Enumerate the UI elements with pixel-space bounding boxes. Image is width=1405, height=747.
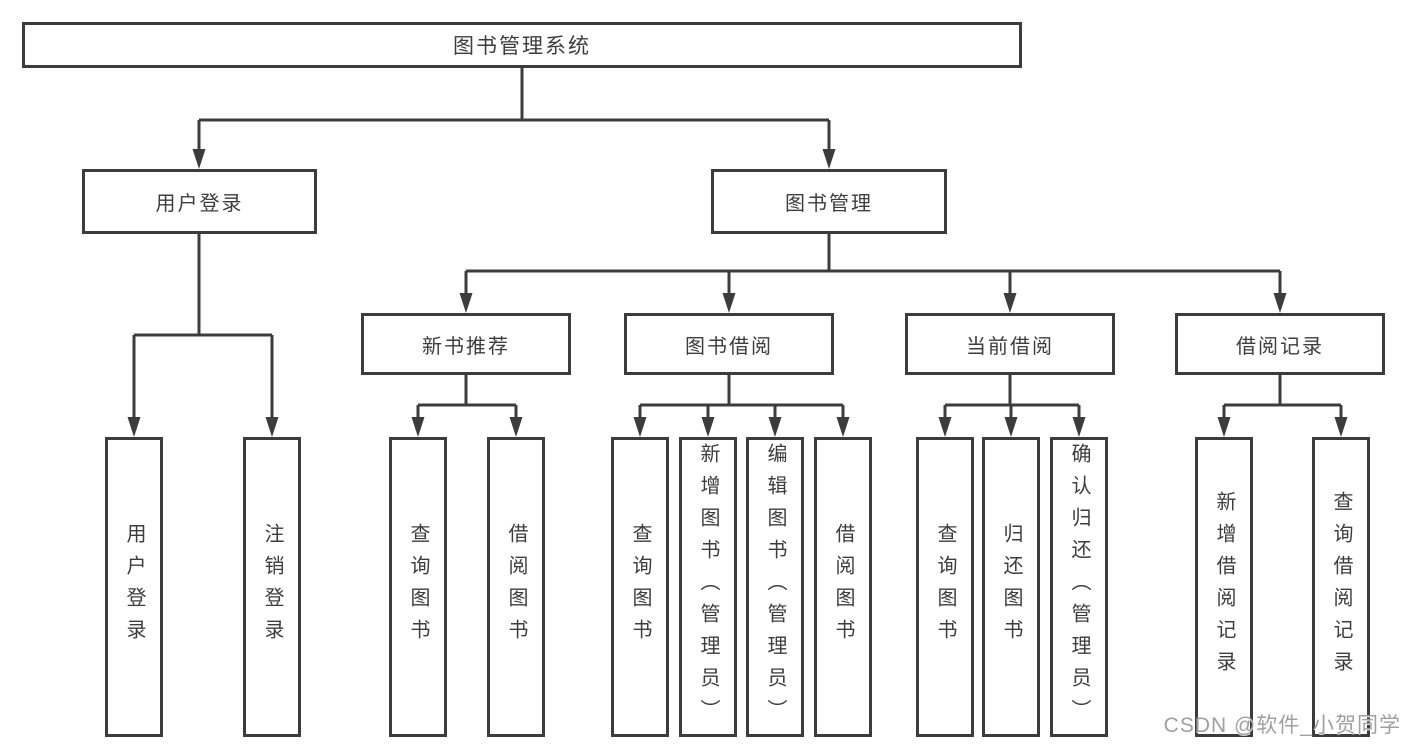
node-label: 确认归还（管理员） <box>1068 443 1090 731</box>
node-label: 图书管理系统 <box>453 35 591 58</box>
node-label: 注销登录 <box>261 523 283 651</box>
node-label: 图书借阅 <box>685 335 773 358</box>
leaf-edit-book-admin: 编辑图书（管理员） <box>746 437 804 737</box>
arrowheads <box>127 149 1348 437</box>
node-label: 新增借阅记录 <box>1213 491 1235 683</box>
leaf-confirm-return-admin: 确认归还（管理员） <box>1050 437 1108 737</box>
node-label: 图书管理 <box>785 193 873 215</box>
node-label: 编辑图书（管理员） <box>764 443 786 731</box>
leaf-query-borrowing-record: 查询借阅记录 <box>1312 437 1370 737</box>
node-label: 借阅记录 <box>1236 335 1324 358</box>
leaf-query-books-current: 查询图书 <box>916 437 974 737</box>
node-label: 借阅图书 <box>505 523 527 651</box>
node-label: 新增图书（管理员） <box>697 443 719 731</box>
node-label: 用户登录 <box>155 193 244 215</box>
node-user-login: 用户登录 <box>82 169 317 234</box>
leaf-add-book-admin: 新增图书（管理员） <box>679 437 737 737</box>
node-book-management: 图书管理 <box>711 169 947 234</box>
node-label: 查询图书 <box>629 523 651 651</box>
leaf-add-borrowing-record: 新增借阅记录 <box>1195 437 1253 737</box>
leaf-logout: 注销登录 <box>243 437 301 737</box>
node-current-borrowing: 当前借阅 <box>905 313 1115 375</box>
node-label: 查询图书 <box>407 523 429 651</box>
node-book-borrowing: 图书借阅 <box>624 313 834 375</box>
leaf-borrow-books-borrowing: 借阅图书 <box>814 437 872 737</box>
leaf-user-login: 用户登录 <box>105 437 163 737</box>
leaf-borrow-books-recommend: 借阅图书 <box>487 437 545 737</box>
node-label: 借阅图书 <box>832 523 854 651</box>
csdn-watermark: CSDN @软件_小贺同学 <box>1163 714 1401 737</box>
node-label: 新书推荐 <box>422 335 510 358</box>
node-new-book-recommendation: 新书推荐 <box>361 313 571 375</box>
leaf-return-books: 归还图书 <box>982 437 1040 737</box>
node-label: 当前借阅 <box>966 335 1054 358</box>
node-label: 查询借阅记录 <box>1330 491 1352 683</box>
leaf-query-books-borrowing: 查询图书 <box>611 437 669 737</box>
leaf-query-books-recommend: 查询图书 <box>389 437 447 737</box>
node-library-management-system: 图书管理系统 <box>22 22 1022 68</box>
node-label: 用户登录 <box>123 523 145 651</box>
node-label: 查询图书 <box>934 523 956 651</box>
node-label: 归还图书 <box>1000 523 1022 651</box>
node-borrowing-records: 借阅记录 <box>1175 313 1385 375</box>
